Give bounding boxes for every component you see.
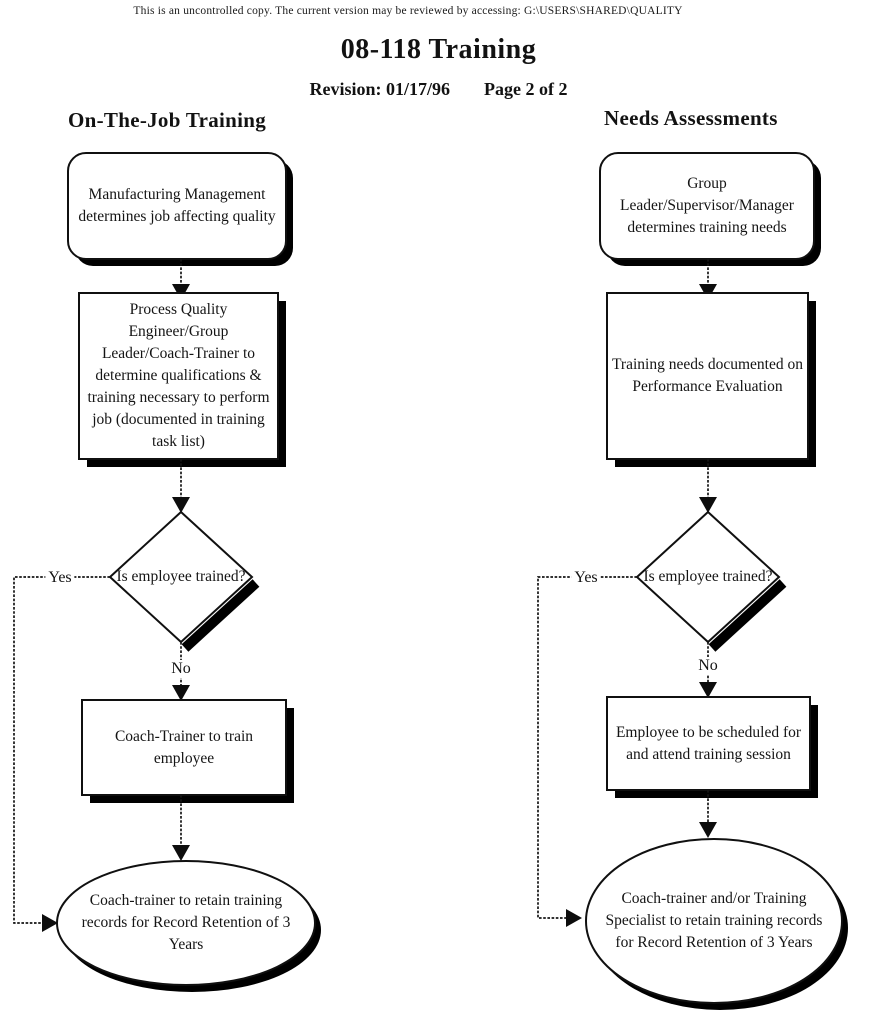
right-arrowhead-3 [699, 822, 717, 838]
right-terminal-label: Coach-trainer and/or Training Specialist… [605, 890, 823, 951]
left-decision-label: Is employee trained? [116, 568, 246, 585]
left-step2-label: Process Quality Engineer/Group Leader/Co… [87, 301, 270, 450]
left-arrowhead-yes [42, 914, 58, 932]
page-title: 08-118 Training [340, 34, 537, 65]
right-no-label: No [695, 657, 721, 675]
left-step1-label: Manufacturing Management determines job … [78, 186, 276, 225]
left-step3-box [81, 699, 287, 796]
right-decision-shadow [708, 579, 787, 652]
left-arrowhead-2 [172, 497, 190, 513]
right-step2-box [606, 292, 809, 460]
left-arrowhead-no [172, 685, 190, 701]
right-arrowhead-no [699, 682, 717, 698]
right-arrowhead-yes [566, 909, 582, 927]
right-step1-label: Group Leader/Supervisor/Manager determin… [620, 175, 794, 236]
left-decision-shadow [181, 579, 260, 652]
left-step3-label: Coach-Trainer to train employee [114, 727, 254, 767]
left-yes-label: Yes [45, 569, 75, 587]
uncontrolled-copy-disclaimer: This is an uncontrolled copy. The curren… [133, 5, 683, 17]
left-step2-box [78, 292, 279, 460]
left-column-heading: On-The-Job Training [68, 108, 267, 132]
right-yes-loop [537, 576, 637, 919]
right-decision-label: Is employee trained? [643, 568, 773, 585]
revision-row: Revision: 01/17/96 Page 2 of 2 [0, 79, 877, 100]
right-step1-box [599, 152, 815, 260]
right-terminal-ellipse [585, 838, 843, 1004]
left-arrowhead-3 [172, 845, 190, 861]
revision-label: Revision: 01/17/96 [309, 79, 451, 99]
left-no-label: No [168, 660, 194, 678]
right-step2-label: Training needs documented on Performance… [612, 356, 803, 395]
page-number-label: Page 2 of 2 [484, 79, 568, 99]
right-column-heading: Needs Assessments [604, 106, 778, 130]
right-arrowhead-2 [699, 497, 717, 513]
left-terminal-label: Coach-trainer to retain training records… [81, 892, 291, 953]
right-step3-label: Employee to be scheduled for and attend … [615, 723, 802, 763]
left-step1-box [67, 152, 287, 260]
right-yes-label: Yes [571, 569, 601, 587]
